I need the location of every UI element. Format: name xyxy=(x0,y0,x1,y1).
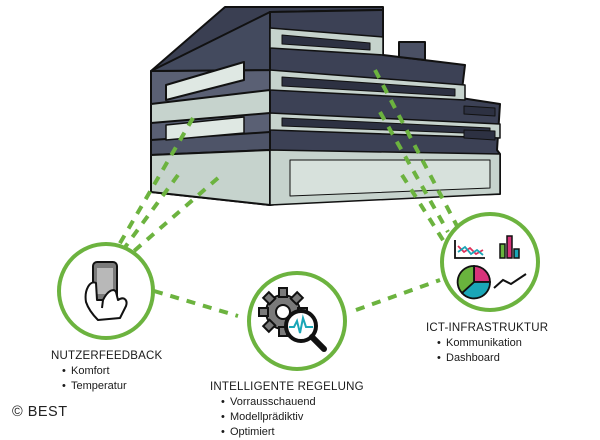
intelligent-control-item-predictive: Vorrausschauend xyxy=(222,395,364,410)
connector-building-ict-3 xyxy=(400,173,450,250)
ict-infrastructure-label: ICT-INFRASTRUKTUR Kommunikation Dashboar… xyxy=(426,321,548,366)
office-building-illustration xyxy=(150,6,501,206)
node-user-feedback xyxy=(57,242,155,340)
ict-infrastructure-list: Kommunikation Dashboard xyxy=(426,336,548,366)
copyright-notice: © BEST xyxy=(12,404,68,420)
connector-control-ict xyxy=(355,278,441,312)
ict-infrastructure-item-communication: Kommunikation xyxy=(438,336,548,351)
intelligent-control-title: INTELLIGENTE REGELUNG xyxy=(210,381,364,393)
ict-infrastructure-title: ICT-INFRASTRUKTUR xyxy=(426,322,549,334)
intelligent-control-item-model-predictive: Modellprädiktiv xyxy=(222,410,364,425)
user-feedback-title: NUTZERFEEDBACK xyxy=(51,350,163,362)
connector-building-ict-1 xyxy=(378,111,450,233)
node-ict-infrastructure xyxy=(440,212,540,312)
pie-chart-icon xyxy=(456,265,491,300)
trend-line-icon xyxy=(493,273,527,289)
connector-user-control xyxy=(153,289,239,318)
connector-building-user-3 xyxy=(124,176,220,260)
user-feedback-label: NUTZERFEEDBACK Komfort Temperatur xyxy=(51,349,162,394)
intelligent-control-item-optimized: Optimiert xyxy=(222,425,364,440)
connector-building-ict-2 xyxy=(373,69,459,227)
hand-holding-smartphone-icon xyxy=(84,261,128,321)
node-intelligent-control xyxy=(247,271,347,371)
intelligent-control-list: Vorrausschauend Modellprädiktiv Optimier… xyxy=(210,395,364,440)
charts-dashboard-icon xyxy=(454,235,527,300)
intelligent-control-label: INTELLIGENTE REGELUNG Vorrausschauend Mo… xyxy=(210,380,364,440)
user-feedback-item-comfort: Komfort xyxy=(63,364,162,379)
bar-chart-icon xyxy=(499,235,520,259)
user-feedback-item-temperature: Temperatur xyxy=(63,379,162,394)
connector-building-user-1 xyxy=(114,116,195,252)
ict-infrastructure-item-dashboard: Dashboard xyxy=(438,351,548,366)
connector-lines xyxy=(114,69,459,318)
gear-with-magnifier-icon xyxy=(258,287,327,352)
line-chart-icon xyxy=(454,240,485,259)
user-feedback-list: Komfort Temperatur xyxy=(51,364,162,394)
